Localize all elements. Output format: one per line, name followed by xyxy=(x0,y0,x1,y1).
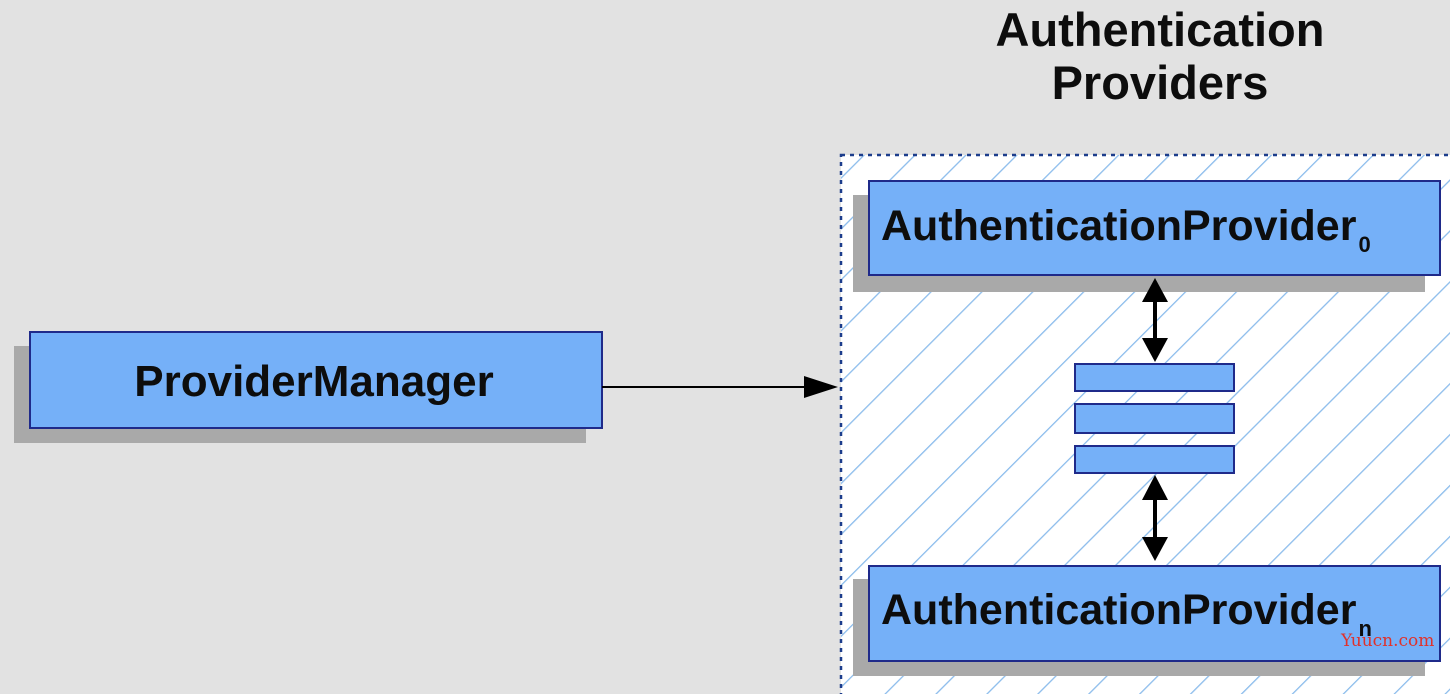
provider-n-name: AuthenticationProvider xyxy=(881,586,1357,634)
double-arrow-top xyxy=(1142,278,1168,362)
double-arrow-top-head-down xyxy=(1142,338,1168,362)
authentication-provider-n-node[interactable]: AuthenticationProvidern xyxy=(853,565,1441,676)
authentication-provider-n-box xyxy=(868,565,1441,662)
double-arrow-bottom xyxy=(1142,475,1168,561)
provider-n-subscript: n xyxy=(1358,616,1371,641)
provider-0-name: AuthenticationProvider xyxy=(881,202,1357,250)
group-title-line2: Providers xyxy=(1052,56,1269,109)
double-arrow-bottom-head-down xyxy=(1142,537,1168,561)
provider-manager-label: ProviderManager xyxy=(134,357,493,406)
provider-manager-box xyxy=(29,331,603,429)
manager-to-providers-arrowhead xyxy=(804,376,838,398)
authentication-provider-0-label: AuthenticationProvider0 xyxy=(881,202,1371,257)
group-title: Authentication Providers xyxy=(996,3,1325,109)
stack-bar-3 xyxy=(1074,445,1235,474)
authentication-provider-0-box xyxy=(868,180,1441,276)
authentication-provider-n-label: AuthenticationProvidern xyxy=(881,586,1372,641)
stack-bar-1 xyxy=(1074,363,1235,392)
group-dashed-border xyxy=(839,153,1450,694)
provider-manager-node[interactable]: ProviderManager xyxy=(14,331,603,443)
provider-0-subscript: 0 xyxy=(1358,232,1370,257)
authentication-provider-0-node[interactable]: AuthenticationProvider0 xyxy=(853,180,1441,292)
group-title-line1: Authentication xyxy=(996,3,1325,56)
watermark-text: Yuucn.com xyxy=(1340,631,1434,651)
stack-bar-2 xyxy=(1074,403,1235,434)
more-providers-stack xyxy=(1074,363,1235,474)
double-arrow-top-head-up xyxy=(1142,278,1168,302)
double-arrow-bottom-head-up xyxy=(1142,475,1168,500)
